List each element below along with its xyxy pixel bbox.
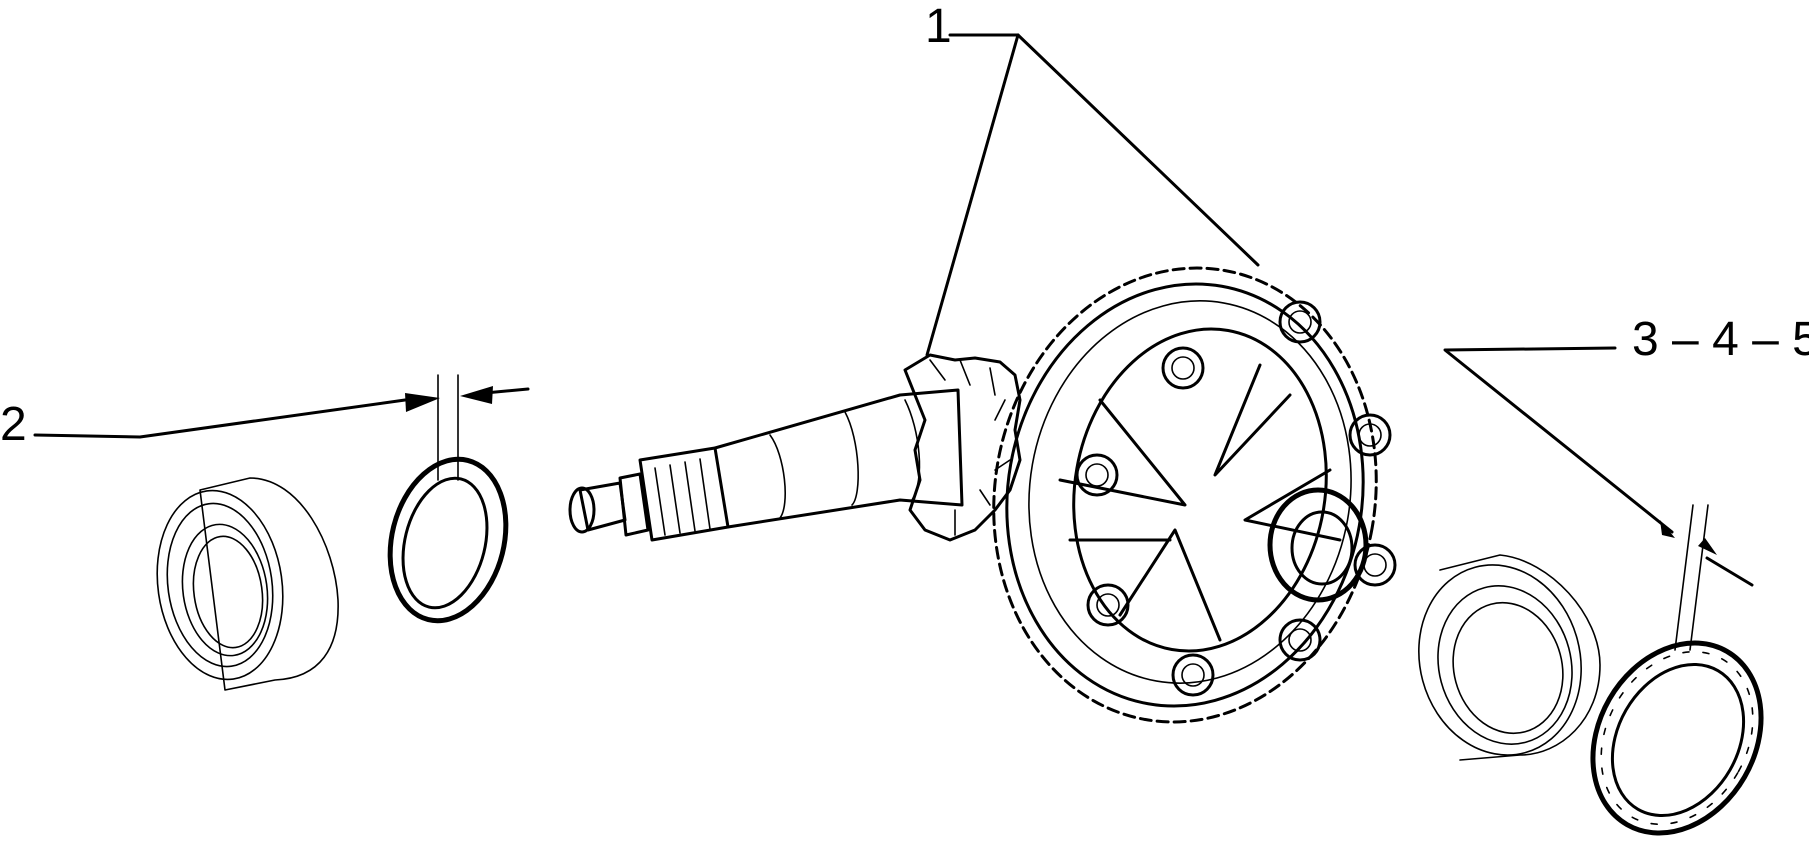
leader-part-2 <box>33 398 407 439</box>
differential-crown-wheel <box>992 266 1397 724</box>
shim-ring <box>387 456 509 624</box>
arrow-part-2-right <box>460 386 493 404</box>
leader-part-1 <box>925 33 1020 357</box>
differential-hub <box>1267 487 1369 603</box>
leader-lines <box>33 33 1754 651</box>
leader-part-3-4-5 <box>1443 346 1674 534</box>
arrow-part-3-4-5-b <box>1698 538 1717 555</box>
crown-wheel-teeth <box>992 266 1378 724</box>
right-ring-nut <box>1590 640 1764 836</box>
left-bearing <box>156 477 339 691</box>
arrow-part-3-4-5-a <box>1660 520 1675 538</box>
leader-part-1-branch <box>1016 33 1260 267</box>
label-part-2: 2 <box>0 398 27 451</box>
right-bearing <box>1418 554 1601 761</box>
pinion-shaft <box>568 353 1022 542</box>
arrow-part-2-left <box>405 393 440 412</box>
leader-part-3-4-5-tail <box>1705 556 1754 587</box>
label-part-3-4-5: 3 – 4 – 5 <box>1632 313 1809 366</box>
crown-wheel-bolts <box>1075 300 1397 697</box>
label-part-1: 1 <box>925 0 952 53</box>
